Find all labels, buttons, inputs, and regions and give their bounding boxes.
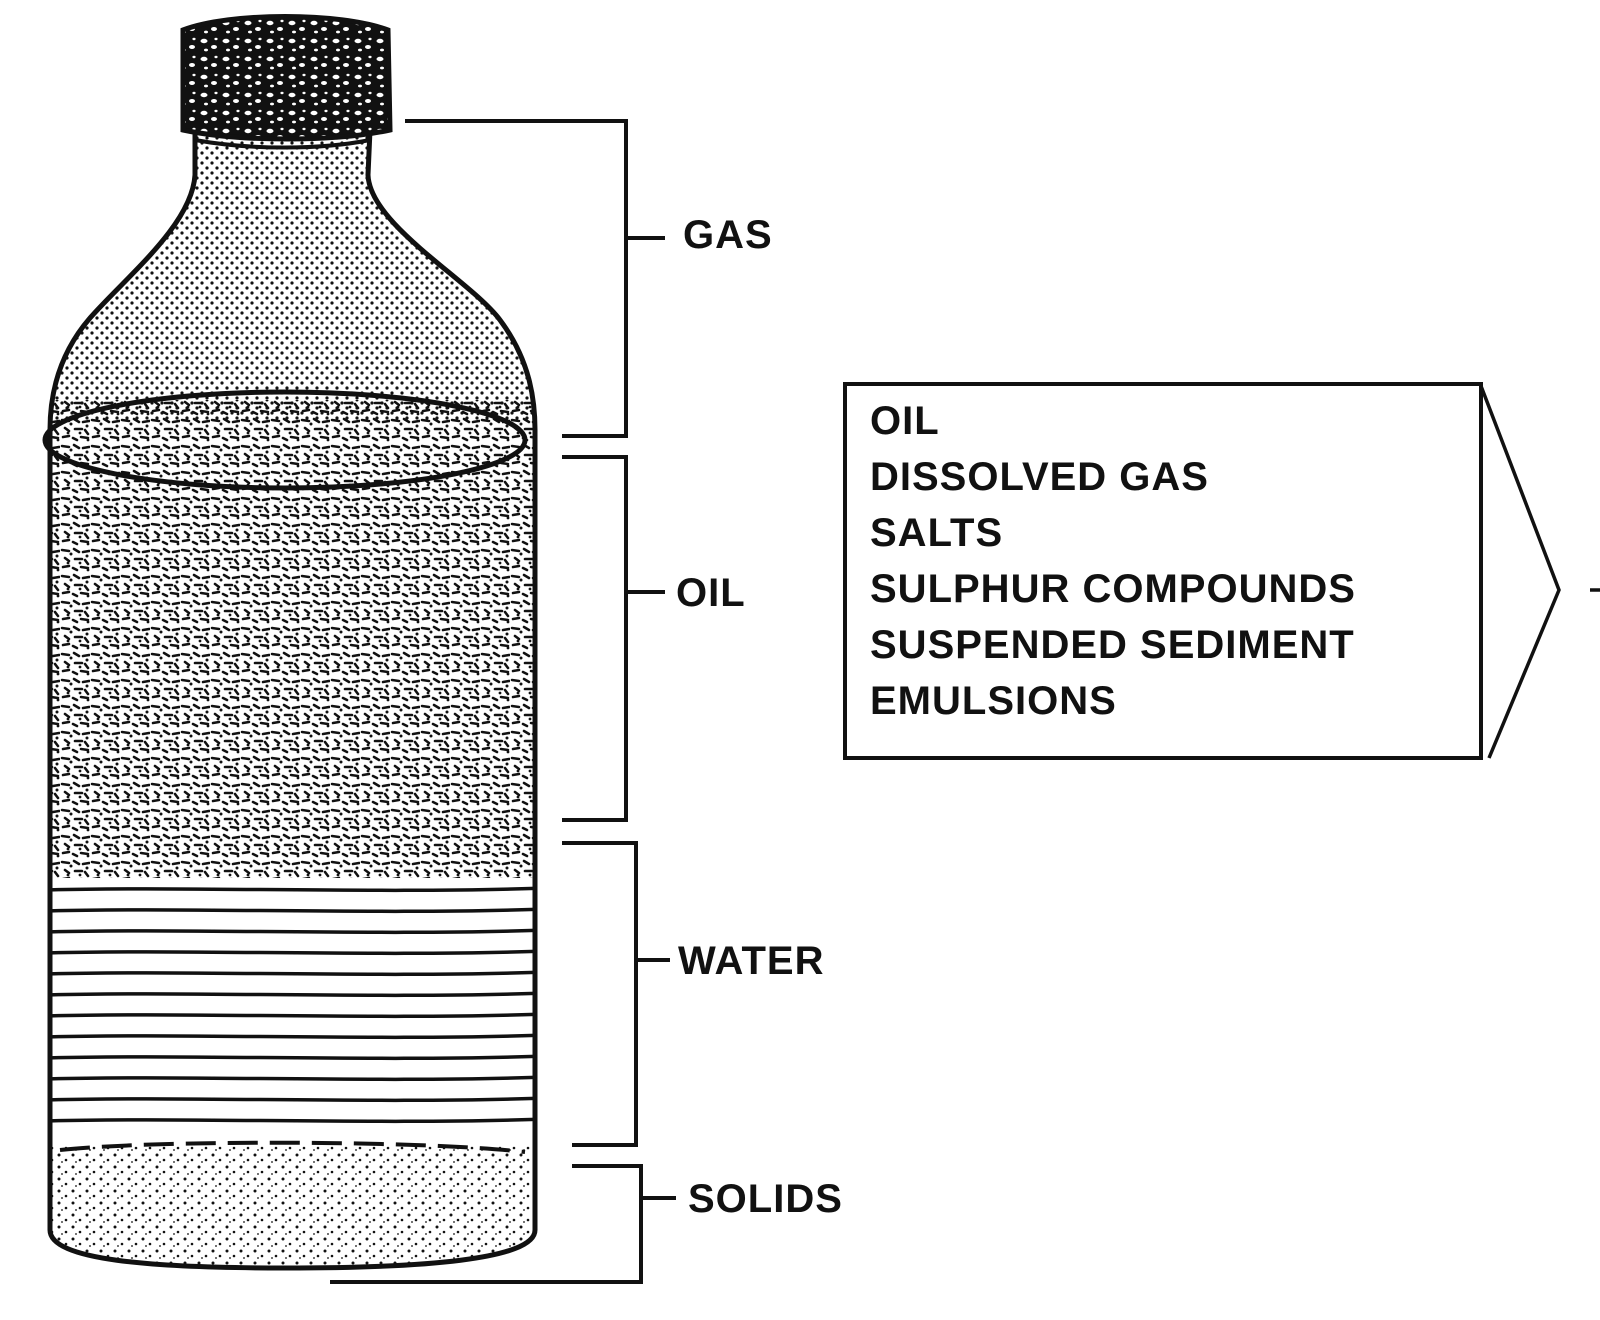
oil-layer-fill: [50, 400, 535, 880]
layer-brackets: [330, 119, 676, 1284]
layer-label-oil: OIL: [676, 571, 746, 615]
layer-label-gas: GAS: [683, 213, 773, 257]
oil-component-item: SALTS: [870, 511, 1003, 555]
water-line: [50, 886, 535, 893]
oil-component-item: SUSPENDED SEDIMENT: [870, 623, 1355, 667]
solids-surface-line: [59, 1140, 526, 1154]
layer-label-water: WATER: [678, 939, 824, 983]
oil-component-item: DISSOLVED GAS: [870, 455, 1209, 499]
cork-icon: [180, 14, 393, 142]
bottle-icon: [42, 127, 538, 1271]
oil-component-item: OIL: [870, 399, 940, 443]
water-line: [50, 1096, 535, 1103]
water-line: [50, 991, 535, 998]
water-layer-lines: [50, 886, 535, 1124]
water-layer-fill: [50, 878, 535, 1146]
water-line: [50, 1075, 535, 1082]
water-line: [50, 1012, 535, 1019]
oil-component-item: SULPHUR COMPOUNDS: [870, 567, 1356, 611]
gas-layer-fill: [50, 130, 535, 420]
oil-bracket: [562, 455, 628, 822]
water-line: [50, 949, 535, 956]
water-line: [50, 1117, 535, 1124]
oil-component-item: EMULSIONS: [870, 679, 1117, 723]
water-line: [50, 928, 535, 935]
oil-components-box: OIL DISSOLVED GAS SALTS SULPHUR COMPOUND…: [843, 382, 1600, 760]
water-line: [50, 1054, 535, 1061]
water-line: [50, 907, 535, 914]
water-bracket: [562, 841, 638, 1147]
solids-bracket: [330, 1164, 643, 1284]
bottle-outline: [47, 127, 538, 1271]
gas-bracket: [405, 119, 628, 438]
solids-layer-fill: [50, 1146, 535, 1268]
oil-surface-ellipse: [42, 389, 528, 491]
water-line: [50, 1033, 535, 1040]
bottle-neck-ring: [194, 138, 371, 150]
water-line: [50, 970, 535, 977]
layer-label-solids: SOLIDS: [688, 1177, 843, 1221]
oil-components-pointer: [1479, 385, 1561, 759]
